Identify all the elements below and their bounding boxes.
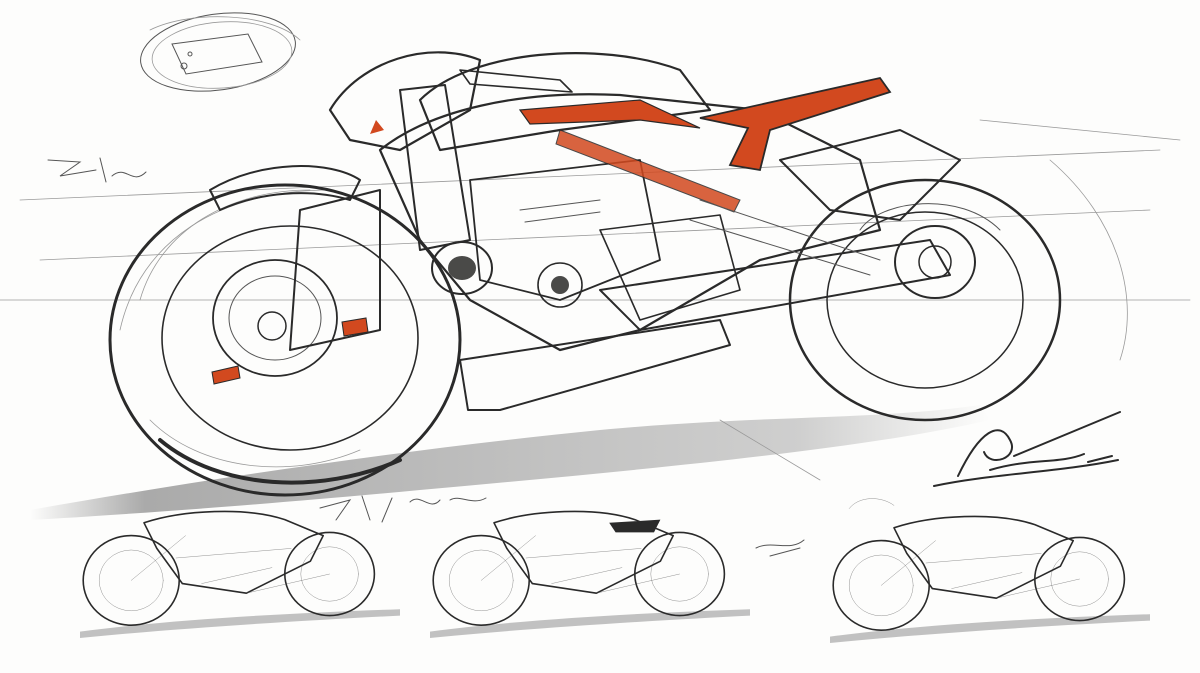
front-brake-accent [341,317,369,337]
swingarm [599,239,951,331]
fuel-tank [418,52,712,152]
main-frame [378,93,882,352]
front-wheel [108,183,462,497]
front-fender [209,165,361,211]
construction-lines [0,119,1191,481]
handwritten-scribble [47,157,805,557]
ground-shadow [30,405,990,520]
motorcycle-thumbnail-2 [430,510,750,638]
helmet-doodle [140,12,301,92]
motorcycle-concept-main [108,51,1062,497]
tail-section [779,129,961,221]
rear-wheel [788,178,1062,422]
front-fairing [328,51,482,152]
fork-leg-plate [289,189,381,351]
handlebar [459,69,573,93]
belly-pan [459,319,731,411]
front-fork [399,84,471,251]
motorcycle-thumbnail-3 [830,498,1150,643]
frame-accent-stripe [518,99,701,129]
seat-accent [699,76,892,172]
artist-signature [933,411,1121,487]
motorcycle-thumbnail-1 [80,510,401,638]
